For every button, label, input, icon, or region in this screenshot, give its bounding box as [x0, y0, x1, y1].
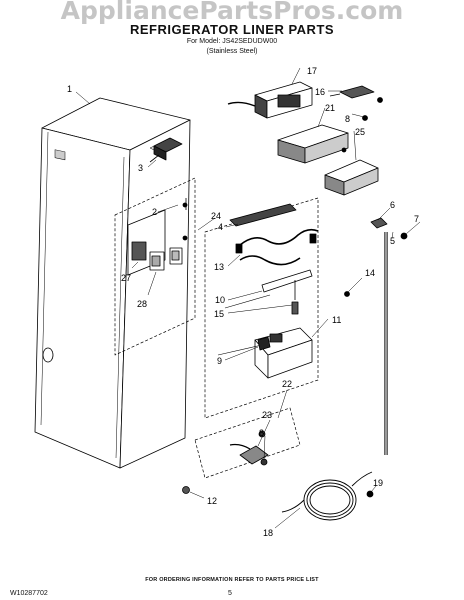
callout-24: 24 [211, 211, 221, 221]
screw-19 [366, 490, 374, 498]
screw-12 [182, 486, 190, 494]
callout-6: 6 [390, 200, 395, 210]
callout-9: 9 [217, 356, 222, 366]
liner-cabinet [34, 97, 191, 469]
callout-3: 3 [138, 163, 143, 173]
watermark: AppliancePartsPros.com [60, 0, 404, 25]
callout-1: 1 [67, 84, 72, 94]
support-21 [277, 124, 349, 164]
callout-22: 22 [282, 379, 292, 389]
lower-subassembly-box [194, 407, 301, 479]
callout-2: 2 [152, 207, 157, 217]
callout-27: 27 [121, 273, 131, 283]
control-housing [127, 198, 188, 276]
callout-23: 23 [262, 410, 272, 420]
support-25 [324, 159, 379, 196]
model-line: For Model: JS42SEDUDW00 [186, 38, 278, 45]
callout-5: 5 [390, 236, 395, 246]
callout-14: 14 [365, 268, 375, 278]
callout-15: 15 [214, 309, 224, 319]
vertical-rail [370, 217, 408, 455]
callout-18: 18 [263, 528, 273, 538]
ordering-note: FOR ORDERING INFORMATION REFER TO PARTS … [145, 577, 319, 583]
page-title: REFRIGERATOR LINER PARTS [129, 22, 335, 37]
callout-8-top: 8 [345, 114, 350, 124]
bracket-16 [329, 85, 383, 103]
finish-line: (Stainless Steel) [206, 48, 258, 55]
document-number: W10287702 [10, 590, 48, 597]
callout-13: 13 [214, 262, 224, 272]
callout-10: 10 [215, 295, 225, 305]
callout-17: 17 [307, 66, 317, 76]
light-housing [217, 203, 319, 379]
leader-lines [75, 67, 421, 529]
callout-25: 25 [355, 127, 365, 137]
callout-28: 28 [137, 299, 147, 309]
callout-19: 19 [373, 478, 383, 488]
coiled-tubing [281, 471, 373, 521]
top-bracket-part [149, 137, 183, 163]
screw-8-top [362, 115, 368, 121]
module-17 [227, 81, 313, 119]
callout-12: 12 [207, 496, 217, 506]
callout-11: 11 [332, 315, 341, 325]
callout-21: 21 [325, 103, 335, 113]
left-subassembly-box [114, 177, 196, 356]
callout-labels: 1 2 3 4 5 6 7 8 8 9 10 11 12 13 14 15 16… [67, 66, 419, 538]
center-subassembly-box [204, 197, 319, 419]
callout-7: 7 [414, 214, 419, 224]
callout-4: 4 [218, 222, 223, 232]
callout-16: 16 [315, 87, 325, 97]
page-number: 5 [228, 590, 232, 597]
callout-8-bottom: 8 [259, 428, 264, 438]
screw-14 [344, 291, 350, 297]
